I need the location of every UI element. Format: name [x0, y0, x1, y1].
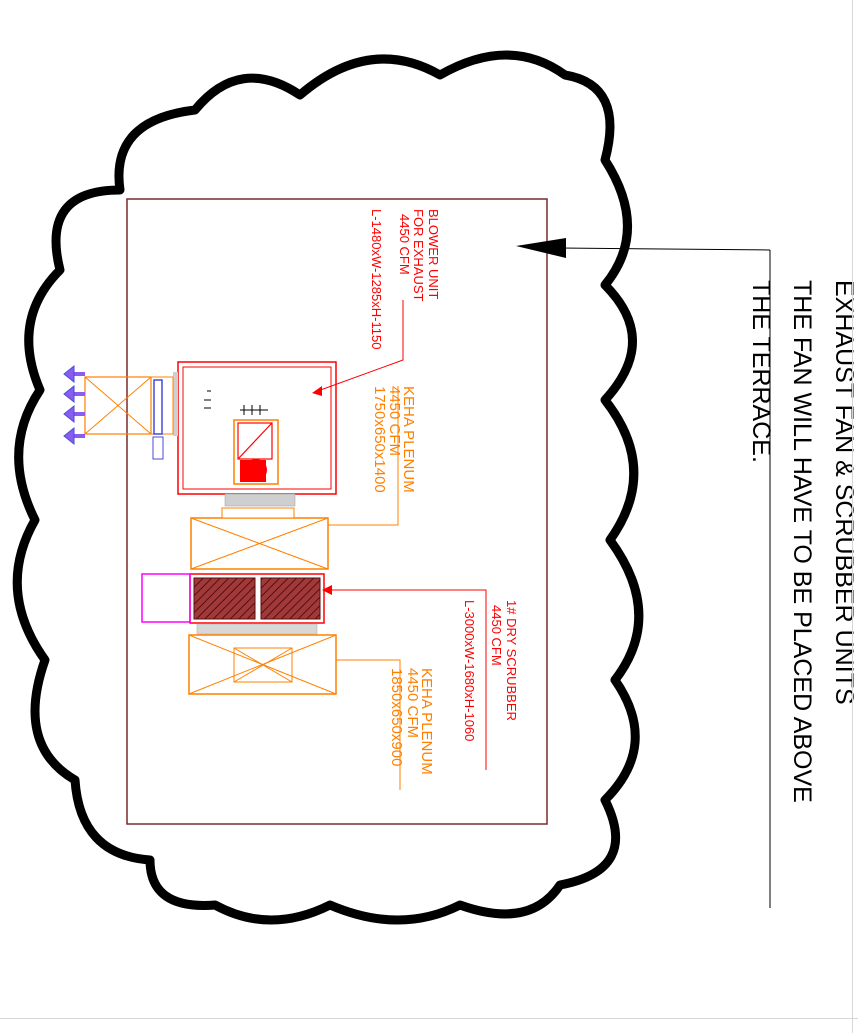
area-boundary: [126, 198, 548, 825]
note-line-2: THE FAN WILL HAVE TO BE PLACED ABOVE: [788, 280, 816, 803]
plenum-a-label-3: 1750x650x1400: [371, 386, 388, 493]
blower-label-3: 4450 CFM: [397, 214, 412, 275]
plenum-a-label-1: KEHA PLENUM: [400, 386, 417, 493]
scrubber-leader: [325, 589, 487, 770]
blower-label-2: FOR EXHAUST: [411, 209, 426, 302]
plenum-b-label-1: KEHA PLENUM: [418, 668, 435, 775]
exhaust-outlet: [84, 376, 174, 460]
exhaust-arrow-icon: [63, 364, 85, 446]
plenum-b-leader: [336, 659, 401, 790]
plenum-b-label-2: 4450 CFM: [404, 668, 421, 738]
scrubber-label-1: 1# DRY SCRUBBER: [504, 600, 519, 721]
plenum-b-label-3: 1850x650x900: [388, 668, 405, 766]
scrubber-label-2: 4450 CFM: [489, 605, 504, 666]
blower-label-1: BLOWER UNIT: [426, 209, 441, 299]
keha-plenum-b: [188, 634, 337, 695]
scrubber-label-3: L-3000xW-1680xH-1060: [462, 600, 477, 741]
blower-leader: [314, 300, 404, 393]
leader-arrow-icon: [516, 238, 771, 908]
plenum-a-leader: [328, 386, 399, 526]
note-line-1: EXHAUST FAN & SCRUBBER UNITS: [830, 280, 858, 705]
dry-scrubber: [141, 573, 325, 635]
keha-plenum-a: [190, 507, 329, 570]
blower-unit: [173, 361, 337, 507]
plenum-a-label-2: 4450 CFM: [386, 386, 403, 456]
blower-label-4: L-1480xW-1285xH-1150: [369, 209, 384, 349]
note-line-3: THE TERRACE.: [747, 280, 775, 463]
revision-cloud: [12, 50, 644, 925]
frame-bottom-edge: [0, 1018, 858, 1019]
frame-right-edge: [852, 0, 853, 1033]
